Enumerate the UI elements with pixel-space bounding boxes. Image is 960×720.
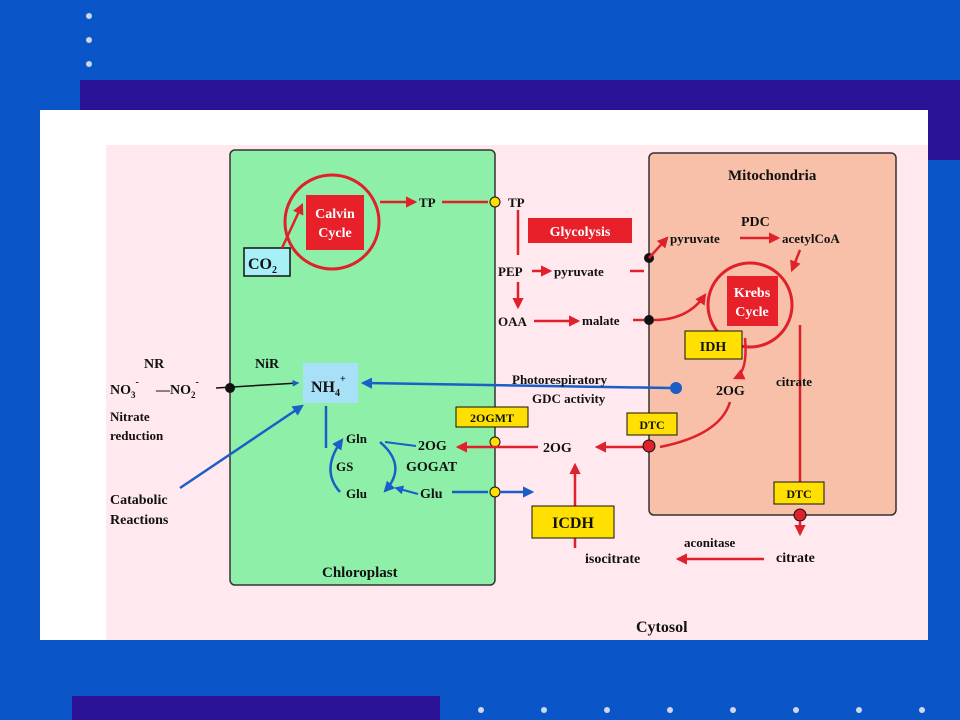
krebs-to-2og-arrow (732, 337, 747, 380)
glu-right-label: Glu (420, 487, 443, 502)
catabolic-label-2: Reactions (110, 513, 169, 528)
dtc-lower-transporter (793, 508, 807, 522)
decor-dot (604, 707, 610, 713)
cytosol-label: Cytosol (636, 619, 688, 636)
gln-label: Gln (346, 431, 368, 446)
malate-label: malate (582, 313, 620, 328)
citrate-cytosol: citrate (776, 551, 815, 566)
gogat-to-glu-arrow (394, 485, 419, 495)
tp-chloroplast: TP (419, 195, 436, 210)
nitrate-dash: — (155, 383, 171, 398)
pyruvate-import-arrow (648, 236, 669, 259)
mitochondria-label: Mitochondria (728, 168, 817, 184)
decor-dot (86, 13, 92, 19)
2og-to-gogat-line (384, 441, 417, 447)
2og-chloro: 2OG (418, 439, 447, 454)
chloroplast-label: Chloroplast (322, 565, 398, 581)
nr-label: NR (144, 357, 165, 372)
pyruvate-mito: pyruvate (670, 231, 720, 246)
nh4-label: NH4+ (311, 374, 346, 399)
acetylcoa-to-krebs-arrow (790, 249, 802, 273)
2og-mito-export-line (659, 401, 732, 449)
decor-dot (793, 707, 799, 713)
decor-dot (478, 707, 484, 713)
pyruvate-cytosol: pyruvate (554, 264, 604, 279)
aconitase-label: aconitase (684, 535, 736, 550)
decor-dot (86, 61, 92, 67)
malate-transporter (644, 315, 654, 325)
nitrate-reduction-label-2: reduction (110, 428, 164, 443)
dtc-lower-label: DTC (786, 487, 811, 501)
dtc-upper-box (626, 412, 678, 436)
gs-label: GS (336, 459, 353, 474)
decor-dot (541, 707, 547, 713)
calvin-cycle-box (306, 195, 364, 250)
gogat-label: GOGAT (406, 460, 458, 475)
co2-box (243, 247, 291, 277)
calvin-cycle-ring (283, 173, 381, 271)
nitrate-reduction-label-1: Nitrate (110, 409, 150, 424)
decor-dot (86, 37, 92, 43)
tp-transporter (489, 196, 501, 208)
decor-dot (730, 707, 736, 713)
decor-dot (856, 707, 862, 713)
malate-import-arrow (653, 293, 707, 322)
citrate-mito: citrate (776, 374, 812, 389)
pep-label: PEP (498, 264, 523, 279)
nitrate-ion: NO3- (110, 377, 139, 400)
icdh-box (531, 505, 615, 539)
nitrogen-metabolism-diagram: Chloroplast Mitochondria Cytosol Calvin … (106, 145, 928, 640)
gogat-arrow (379, 441, 397, 493)
nitrite-to-nh4-arrow (215, 379, 300, 389)
nh4-box (303, 363, 358, 403)
dtc-upper-label: DTC (639, 418, 664, 432)
catabolic-arrow (179, 404, 304, 490)
slide-content: Chloroplast Mitochondria Cytosol Calvin … (40, 110, 928, 640)
2og-mito: 2OG (716, 384, 745, 399)
mitochondria-compartment (648, 152, 897, 516)
dtc-lower-box (773, 481, 825, 505)
chloroplast-compartment (229, 149, 496, 586)
krebs-cycle-box (727, 276, 778, 326)
krebs-label-1: Krebs (734, 286, 771, 301)
photorespiratory-label-2: GDC activity (532, 391, 606, 406)
idh-label: IDH (700, 340, 727, 355)
acetylcoa-label: acetylCoA (782, 231, 840, 246)
2ogmt-box (455, 406, 529, 428)
nitrite-transporter (225, 383, 235, 393)
nir-label: NiR (255, 357, 280, 372)
co2-label: CO2 (248, 256, 277, 276)
oaa-label: OAA (498, 314, 528, 329)
glycolysis-label: Glycolysis (550, 225, 611, 240)
2ogmt-label: 2OGMT (470, 411, 514, 425)
decor-dot (667, 707, 673, 713)
krebs-cycle-ring (706, 261, 794, 349)
icdh-label: ICDH (552, 515, 594, 532)
bottom-band (72, 696, 440, 720)
glu-left-label: Glu (346, 486, 367, 501)
idh-box (684, 330, 743, 360)
nitrite-ion: NO2- (170, 377, 199, 400)
tp-cytosol: TP (508, 195, 525, 210)
glu-transporter (489, 486, 501, 498)
isocitrate-label: isocitrate (585, 552, 640, 567)
dtc-upper-transporter (642, 439, 656, 453)
gs-arrow (329, 438, 344, 493)
catabolic-label-1: Catabolic (110, 493, 168, 508)
decor-dot (919, 707, 925, 713)
photorespiratory-arrow (360, 377, 671, 390)
calvin-label-1: Calvin (315, 207, 355, 222)
calvin-label-2: Cycle (318, 226, 351, 241)
glycolysis-box (528, 218, 632, 243)
co2-arrow (280, 202, 304, 249)
photorespiratory-label-1: Photorespiratory (512, 372, 608, 387)
2og-cytosol: 2OG (543, 441, 572, 456)
2og-transporter (489, 436, 501, 448)
krebs-label-2: Cycle (735, 305, 768, 320)
pdc-label: PDC (741, 215, 770, 230)
gdc-source (670, 382, 682, 394)
